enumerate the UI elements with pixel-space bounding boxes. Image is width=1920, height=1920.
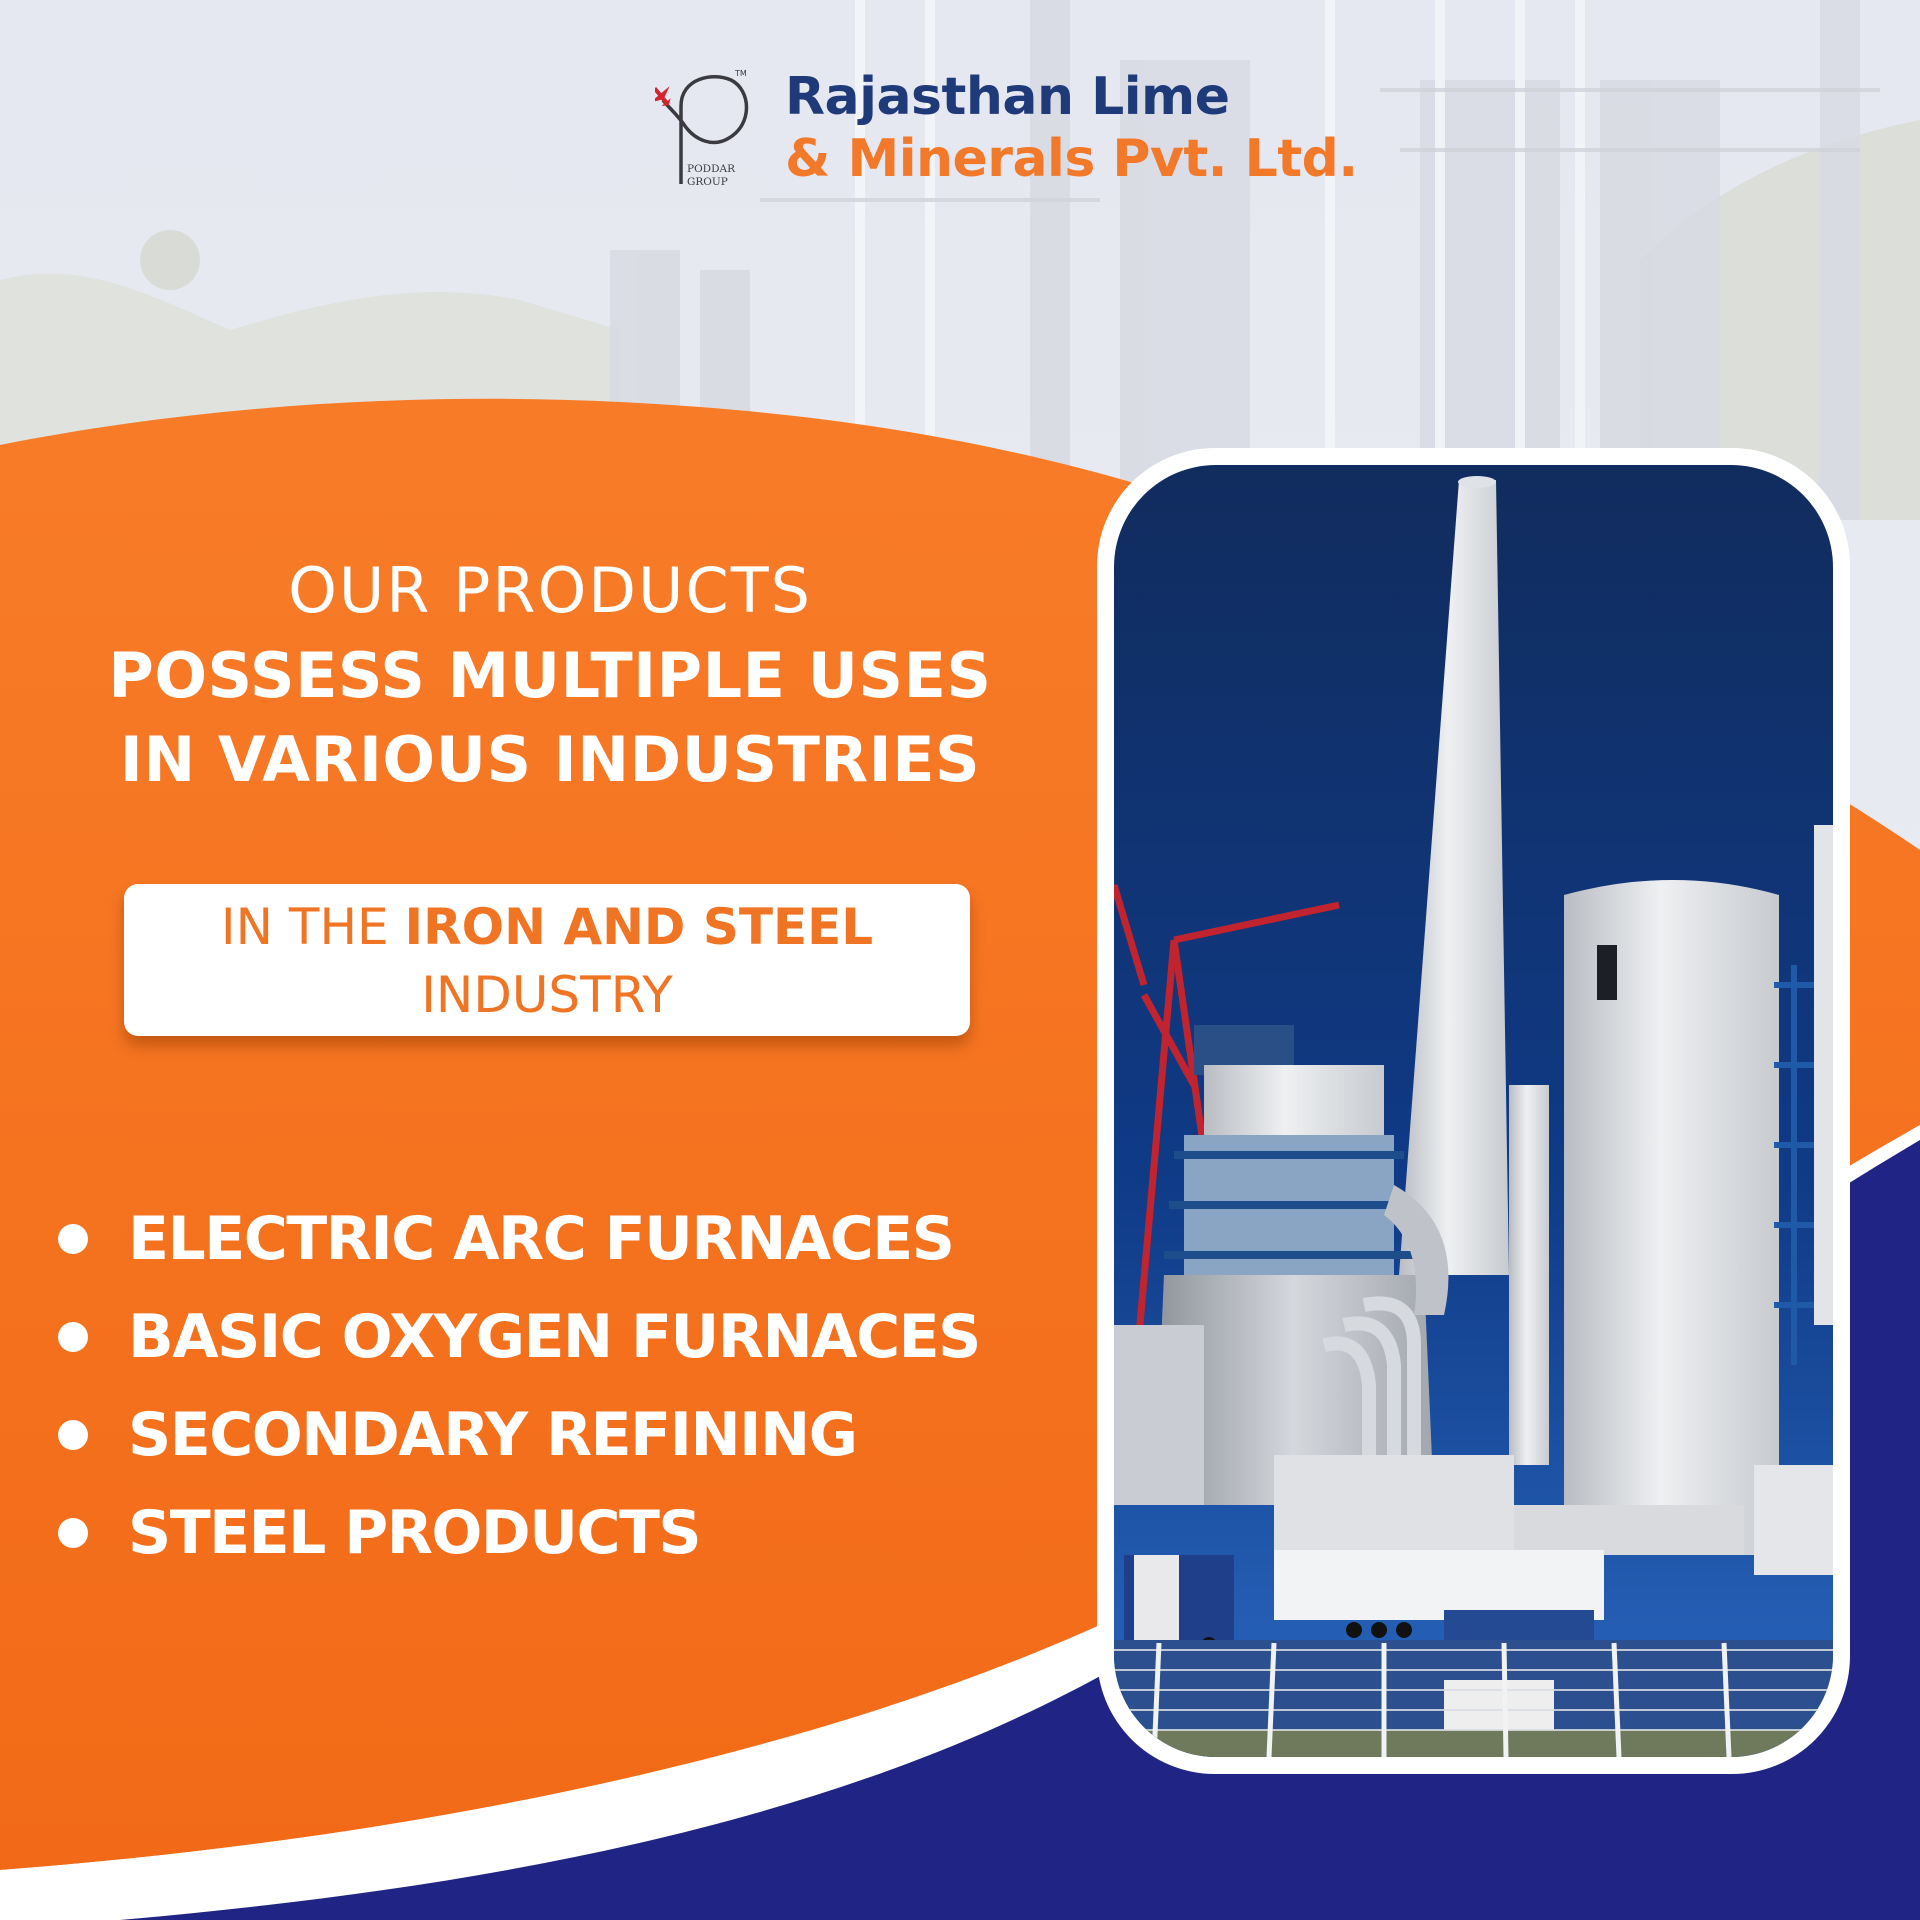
bullet-icon bbox=[58, 1420, 88, 1450]
svg-text:PODDAR: PODDAR bbox=[687, 163, 736, 175]
svg-text:TM: TM bbox=[734, 69, 747, 78]
list-item: STEEL PRODUCTS bbox=[58, 1484, 1058, 1582]
photo-card bbox=[1097, 448, 1850, 1774]
list-item: SECONDARY REFINING bbox=[58, 1386, 1058, 1484]
list-item-label: SECONDARY REFINING bbox=[128, 1400, 858, 1470]
list-item: BASIC OXYGEN FURNACES bbox=[58, 1288, 1058, 1386]
list-item-label: ELECTRIC ARC FURNACES bbox=[128, 1204, 955, 1274]
industry-badge-line2: INDUSTRY bbox=[421, 966, 673, 1024]
bullet-icon bbox=[58, 1224, 88, 1254]
list-item-label: STEEL PRODUCTS bbox=[128, 1498, 702, 1568]
company-logo[interactable]: TM PODDAR GROUP Rajasthan Lime & Mineral… bbox=[655, 66, 1358, 196]
company-name: Rajasthan Lime & Minerals Pvt. Ltd. bbox=[785, 66, 1358, 190]
list-item-label: BASIC OXYGEN FURNACES bbox=[128, 1302, 981, 1372]
list-item: ELECTRIC ARC FURNACES bbox=[58, 1190, 1058, 1288]
steel-plant-photo bbox=[1114, 465, 1833, 1757]
headline-line2: POSSESS MULTIPLE USES bbox=[108, 639, 992, 712]
bullet-icon bbox=[58, 1322, 88, 1352]
industry-badge-line1: IN THE IRON AND STEEL bbox=[124, 893, 970, 961]
industry-highlight: IRON AND STEEL bbox=[404, 898, 874, 956]
company-name-line2: & Minerals Pvt. Ltd. bbox=[785, 129, 1358, 189]
industry-badge: IN THE IRON AND STEEL INDUSTRY bbox=[124, 884, 970, 1036]
headline-line1: OUR PRODUCTS bbox=[288, 554, 812, 627]
svg-text:GROUP: GROUP bbox=[687, 176, 728, 188]
headline: OUR PRODUCTS POSSESS MULTIPLE USES IN VA… bbox=[40, 548, 1060, 802]
poddar-p-airplane-icon: TM PODDAR GROUP bbox=[655, 69, 749, 188]
industry-prefix: IN THE bbox=[220, 898, 405, 956]
bullet-icon bbox=[58, 1518, 88, 1548]
uses-list: ELECTRIC ARC FURNACES BASIC OXYGEN FURNA… bbox=[58, 1190, 1058, 1582]
company-name-line1: Rajasthan Lime bbox=[785, 67, 1230, 127]
headline-line3: IN VARIOUS INDUSTRIES bbox=[119, 723, 981, 796]
